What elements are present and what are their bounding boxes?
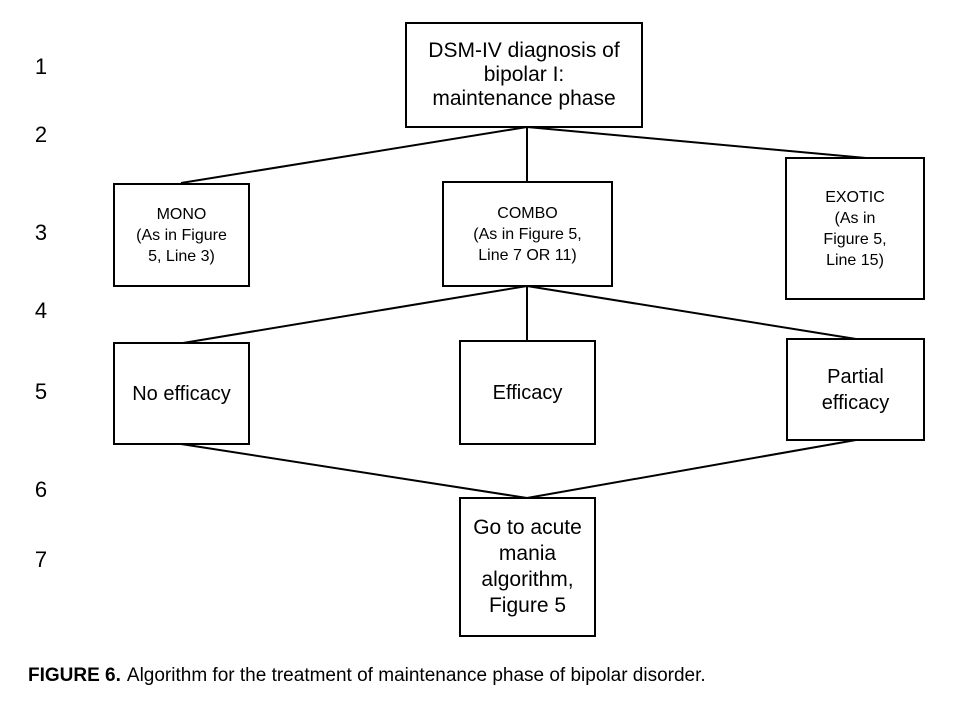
line-number-4: 4 bbox=[34, 298, 48, 323]
exotic-text: EXOTIC (As in Figure 5, Line 15) bbox=[823, 188, 887, 269]
line-number-7: 7 bbox=[34, 547, 48, 572]
partial-efficacy-text: Partial efficacy bbox=[821, 365, 890, 414]
connector-dsm-mono bbox=[180, 126, 528, 184]
line-number-5: 5 bbox=[34, 379, 48, 404]
efficacy-box: Efficacy bbox=[459, 340, 596, 445]
dsm-diagnosis-text: DSM-IV diagnosis of bipolar I: maintenan… bbox=[428, 39, 620, 110]
figure-caption-text: Algorithm for the treatment of maintenan… bbox=[126, 665, 706, 686]
no-efficacy-box: No efficacy bbox=[113, 342, 250, 445]
mono-box: MONO (As in Figure 5, Line 3) bbox=[113, 183, 250, 287]
line-number-1: 1 bbox=[34, 54, 48, 79]
figure-caption: FIGURE 6.Algorithm for the treatment of … bbox=[28, 664, 706, 688]
acute-mania-text: Go to acute mania algorithm, Figure 5 bbox=[473, 516, 582, 617]
mono-text: MONO (As in Figure 5, Line 3) bbox=[136, 205, 227, 265]
efficacy-text: Efficacy bbox=[492, 381, 563, 404]
acute-mania-box: Go to acute mania algorithm, Figure 5 bbox=[459, 497, 596, 637]
line-number-6: 6 bbox=[34, 477, 48, 502]
connector-combo-partial bbox=[526, 285, 857, 340]
line-number-3: 3 bbox=[34, 220, 48, 245]
partial-efficacy-box: Partial efficacy bbox=[786, 338, 925, 441]
combo-text: COMBO (As in Figure 5, Line 7 OR 11) bbox=[473, 204, 582, 264]
connector-no-efficacy-acute bbox=[180, 443, 528, 499]
connector-dsm-exotic bbox=[526, 126, 867, 159]
line-number-2: 2 bbox=[34, 122, 48, 147]
figure-caption-label: FIGURE 6. bbox=[28, 665, 121, 686]
no-efficacy-text: No efficacy bbox=[132, 382, 231, 405]
connector-partial-acute bbox=[526, 439, 857, 499]
connector-combo-no-efficacy bbox=[182, 285, 528, 344]
dsm-diagnosis-box: DSM-IV diagnosis of bipolar I: maintenan… bbox=[405, 22, 643, 128]
combo-box: COMBO (As in Figure 5, Line 7 OR 11) bbox=[442, 181, 613, 287]
exotic-box: EXOTIC (As in Figure 5, Line 15) bbox=[785, 157, 925, 300]
